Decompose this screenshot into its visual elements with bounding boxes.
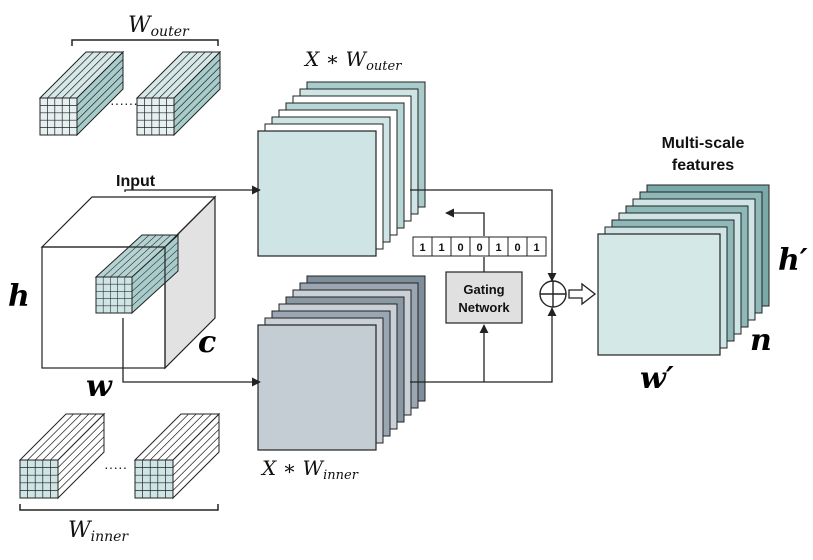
w-inner-label: Winner [68,518,129,545]
gate-bit-value: 0 [457,242,463,254]
feature-map-inner: X ∗ Winner [257,275,426,483]
w-inner-kernel-right [133,412,221,500]
gate-bit-value: 1 [495,242,501,254]
input-label: Input [116,173,156,190]
gate-bit-value: 1 [419,242,425,254]
outer-feature-stack [257,81,426,257]
dim-h-label: h [8,279,30,314]
w-outer-label: Wouter [128,13,190,40]
gate-bit-cell: 1 [412,236,433,257]
arrow-bits-to-outer [445,208,485,236]
dim-n-label: n [750,323,772,358]
dim-w-label: w [86,369,113,404]
w-inner-kernels: ····· Winner [18,412,221,545]
gate-bit-value: 1 [533,242,539,254]
kernel-front-face [136,97,175,136]
feature-map-outer: X ∗ Wouter [257,47,426,257]
kernel-front-face [39,97,78,136]
multi-scale-line2: features [672,157,734,174]
dim-c-label: c [198,325,216,360]
multi-scale-line1: Multi-scale [662,135,745,152]
arrow-input-to-inner [122,318,261,387]
kernel-front-face [19,459,59,499]
gating-bits: 1 1 0 0 1 0 1 [412,236,547,257]
gate-bit-cell: 0 [450,236,471,257]
gating-label-line1: Gating [463,282,504,297]
multi-scale-output: Multi-scale features h′ w′ n [597,135,808,396]
arrow-sum-to-output [568,282,597,306]
gating-network: Gating Network [445,271,523,324]
connections [122,185,597,387]
gate-bit-cell: 0 [469,236,490,257]
gate-bit-cell: 1 [431,236,452,257]
w-outer-brace [71,39,219,46]
gating-label-line2: Network [458,300,510,315]
sum-operator [539,280,567,308]
gate-bit-value: 1 [438,242,444,254]
gate-bit-value: 0 [476,242,482,254]
dim-w-prime-label: w′ [640,361,674,396]
gate-bit-cell: 1 [488,236,509,257]
w-outer-kernels: Wouter ······· [38,13,222,137]
kernel-front-face [134,459,174,499]
arrow-input-to-outer [124,185,261,195]
gate-bit-cell: 0 [507,236,528,257]
output-feature-stack [597,184,770,356]
w-inner-brace [19,504,219,511]
x-w-inner-label: X ∗ Winner [260,456,359,483]
ellipsis-top: ······· [110,95,143,111]
gating-network-box [445,271,523,324]
arrow-outer-to-sum [410,189,557,282]
input-cube-front [41,246,166,369]
w-inner-kernel-left [18,412,106,500]
input-tensor: Input h w c [8,173,217,404]
inner-feature-stack [257,275,426,451]
outer-feature-front-face [257,130,377,257]
x-w-outer-label: X ∗ Wouter [303,47,402,74]
gate-bit-cell: 1 [526,236,547,257]
output-feature-front-face [597,233,721,356]
gate-bit-box [526,236,547,257]
dim-h-prime-label: h′ [778,243,808,278]
ellipsis-bottom: ····· [104,459,127,475]
w-outer-kernel-left [38,50,125,137]
gate-bit-value: 0 [514,242,520,254]
patch-front-face [95,276,133,314]
input-patch [94,233,180,315]
inner-feature-front-face [257,324,377,451]
w-outer-kernel-right [135,50,222,137]
arrow-inner-to-sum [410,307,557,383]
